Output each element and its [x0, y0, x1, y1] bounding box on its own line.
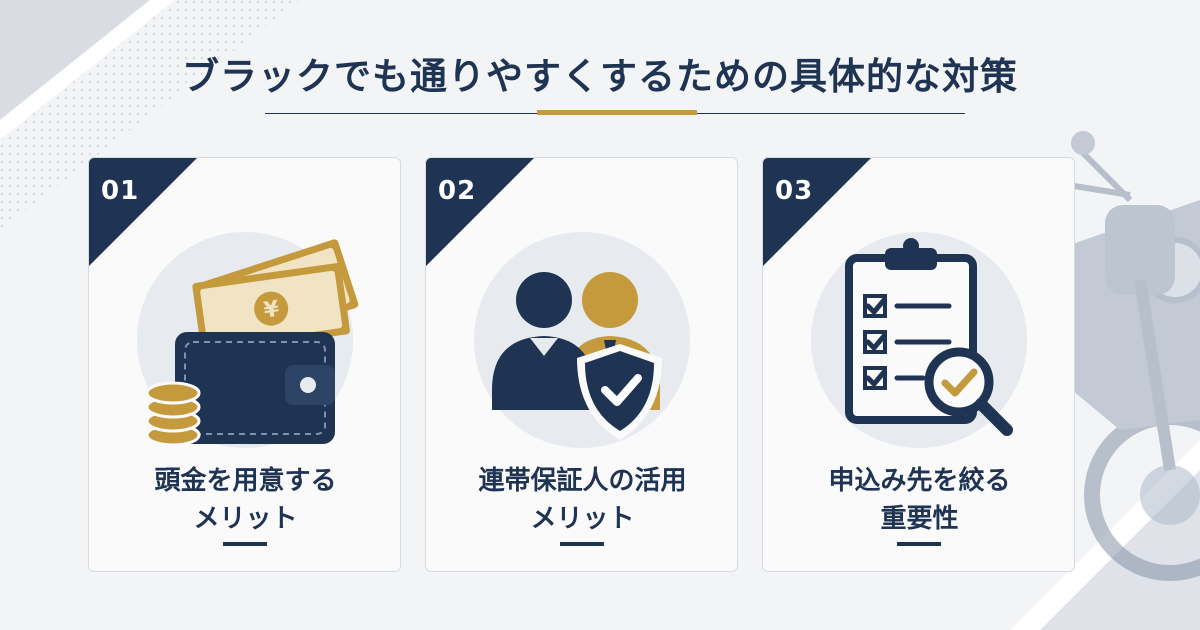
title-divider-accent — [537, 110, 697, 115]
checklist-magnifier-icon — [811, 232, 1027, 448]
diagonal-stripe-pattern — [0, 0, 300, 230]
motorcycle-illustration — [1055, 131, 1200, 581]
card-caption-line2: 重要性 — [880, 504, 959, 534]
card-number: 03 — [775, 176, 814, 206]
card-caption: 連帯保証人の活用 メリット — [426, 462, 737, 538]
card-caption-line2: メリット — [193, 504, 298, 534]
card-narrow-applications: 03 申込み先を絞る 重要性 — [762, 157, 1075, 572]
card-caption-line1: 頭金を用意する — [154, 466, 337, 496]
card-underline — [223, 542, 267, 546]
card-down-payment: 01 ¥ 頭金を用意する メリット — [88, 157, 401, 572]
svg-text:¥: ¥ — [262, 297, 281, 324]
guarantor-shield-icon — [474, 232, 690, 448]
card-caption: 頭金を用意する メリット — [89, 462, 400, 538]
card-underline — [897, 542, 941, 546]
card-caption-line2: メリット — [530, 504, 635, 534]
card-guarantor: 02 連帯保証人の活用 メリット — [425, 157, 738, 572]
page-title: ブラックでも通りやすくするための具体的な対策 — [182, 55, 1018, 98]
card-corner-triangle — [763, 158, 871, 266]
card-caption: 申込み先を絞る 重要性 — [763, 462, 1074, 538]
card-corner-triangle — [89, 158, 197, 266]
wallet-cash-icon: ¥ — [137, 232, 359, 448]
card-caption-line1: 申込み先を絞る — [828, 466, 1011, 496]
card-number: 02 — [438, 176, 477, 206]
card-underline — [560, 542, 604, 546]
card-corner-triangle — [426, 158, 534, 266]
card-caption-line1: 連帯保証人の活用 — [478, 466, 687, 496]
card-number: 01 — [101, 176, 140, 206]
